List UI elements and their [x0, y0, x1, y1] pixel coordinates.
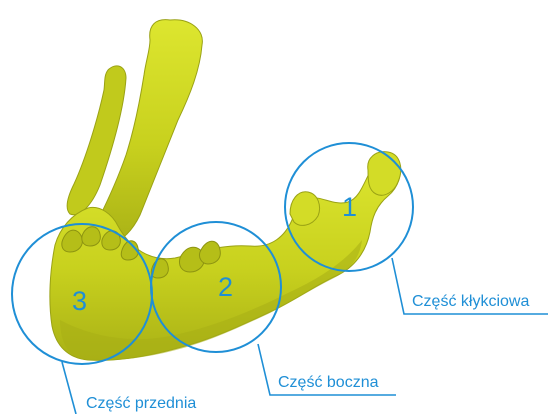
region-1-number: 1 [342, 192, 357, 222]
mandible-model [50, 20, 401, 361]
condyle-head [368, 152, 401, 196]
region-3-number: 3 [72, 286, 87, 316]
region-2-number: 2 [218, 272, 233, 302]
region-2-label: Część boczna [278, 374, 379, 391]
coronoid-process [290, 192, 320, 226]
region-3-label: Część przednia [86, 395, 196, 412]
region-1-label: Część kłykciowa [412, 293, 529, 310]
region-3-leader [62, 362, 76, 414]
